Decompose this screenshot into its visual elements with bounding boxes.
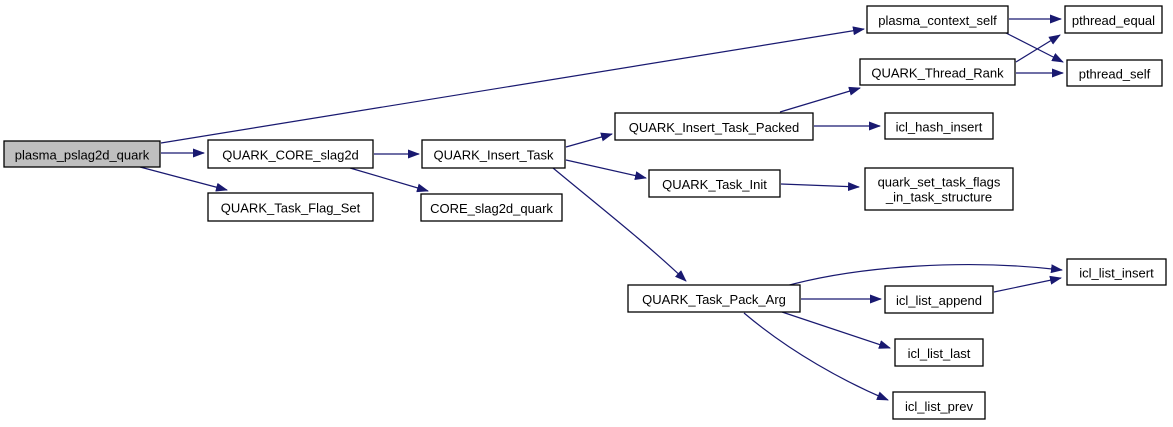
edge-plasma-context-self-to-pthread-self xyxy=(1005,32,1064,63)
edge-quark-insert-task-packed-to-quark-thread-rank xyxy=(779,86,861,113)
edge-quark-insert-task-to-quark-insert-task-packed xyxy=(565,132,613,148)
edge-plasma-pslag2d-quark-to-plasma-context-self xyxy=(160,26,865,144)
node-quark-insert-task[interactable]: QUARK_Insert_Task xyxy=(421,139,566,169)
svg-text:QUARK_Task_Pack_Arg: QUARK_Task_Pack_Arg xyxy=(642,292,786,307)
svg-text:QUARK_Insert_Task_Packed: QUARK_Insert_Task_Packed xyxy=(629,120,800,135)
svg-text:icl_list_prev: icl_list_prev xyxy=(905,399,973,414)
node-pthread-self[interactable]: pthread_self xyxy=(1066,59,1163,87)
svg-text:icl_list_insert: icl_list_insert xyxy=(1079,266,1154,281)
node-icl-list-last[interactable]: icl_list_last xyxy=(894,338,984,367)
node-icl-list-prev[interactable]: icl_list_prev xyxy=(892,391,986,420)
node-quark-core-slag2d[interactable]: QUARK_CORE_slag2d xyxy=(207,139,374,169)
node-icl-list-append[interactable]: icl_list_append xyxy=(884,285,994,314)
node-pthread-equal[interactable]: pthread_equal xyxy=(1064,5,1163,34)
node-icl-list-insert[interactable]: icl_list_insert xyxy=(1066,258,1167,286)
svg-text:_in_task_structure: _in_task_structure xyxy=(885,190,992,205)
node-quark-task-init[interactable]: QUARK_Task_Init xyxy=(648,169,781,198)
edge-icl-list-append-to-icl-list-insert xyxy=(993,275,1062,293)
edge-quark-task-pack-arg-to-icl-list-insert xyxy=(781,264,1063,288)
node-icl-hash-insert[interactable]: icl_hash_insert xyxy=(884,112,994,140)
svg-text:plasma_pslag2d_quark: plasma_pslag2d_quark xyxy=(15,148,150,163)
svg-text:pthread_self: pthread_self xyxy=(1079,67,1151,82)
svg-text:pthread_equal: pthread_equal xyxy=(1072,13,1155,28)
node-quark-task-pack-arg[interactable]: QUARK_Task_Pack_Arg xyxy=(627,284,801,313)
svg-text:QUARK_Thread_Rank: QUARK_Thread_Rank xyxy=(871,66,1004,81)
node-quark-task-flag-set[interactable]: QUARK_Task_Flag_Set xyxy=(207,192,374,222)
svg-text:QUARK_Task_Flag_Set: QUARK_Task_Flag_Set xyxy=(221,201,361,216)
svg-text:icl_list_last: icl_list_last xyxy=(908,346,971,361)
node-plasma-pslag2d-quark: plasma_pslag2d_quark xyxy=(3,140,161,168)
node-core-slag2d-quark[interactable]: CORE_slag2d_quark xyxy=(420,193,563,222)
edge-quark-thread-rank-to-pthread-equal xyxy=(1015,34,1061,63)
node-quark-insert-task-packed[interactable]: QUARK_Insert_Task_Packed xyxy=(614,112,814,141)
node-quark-thread-rank[interactable]: QUARK_Thread_Rank xyxy=(859,58,1016,86)
edge-quark-task-pack-arg-to-icl-list-last xyxy=(781,311,891,349)
svg-text:icl_hash_insert: icl_hash_insert xyxy=(896,120,983,135)
svg-text:QUARK_Task_Init: QUARK_Task_Init xyxy=(662,177,767,192)
edge-quark-insert-task-to-quark-task-pack-arg xyxy=(552,167,687,282)
edge-quark-task-pack-arg-to-icl-list-prev xyxy=(743,312,889,401)
svg-text:quark_set_task_flags: quark_set_task_flags xyxy=(878,175,1001,190)
edge-quark-task-init-to-quark-set-task-flags xyxy=(780,182,860,192)
svg-text:CORE_slag2d_quark: CORE_slag2d_quark xyxy=(430,201,553,216)
svg-text:QUARK_Insert_Task: QUARK_Insert_Task xyxy=(434,148,554,163)
node-quark-set-task-flags-in-task-structure[interactable]: quark_set_task_flags _in_task_structure xyxy=(864,167,1014,211)
edge-plasma-pslag2d-quark-to-quark-task-flag-set xyxy=(139,166,228,192)
svg-text:plasma_context_self: plasma_context_self xyxy=(878,13,997,28)
edge-quark-core-slag2d-to-core-slag2d-quark xyxy=(349,167,429,193)
svg-text:icl_list_append: icl_list_append xyxy=(896,293,982,308)
svg-text:QUARK_CORE_slag2d: QUARK_CORE_slag2d xyxy=(222,148,359,163)
node-plasma-context-self[interactable]: plasma_context_self xyxy=(866,5,1009,34)
edge-quark-insert-task-to-quark-task-init xyxy=(565,159,647,180)
